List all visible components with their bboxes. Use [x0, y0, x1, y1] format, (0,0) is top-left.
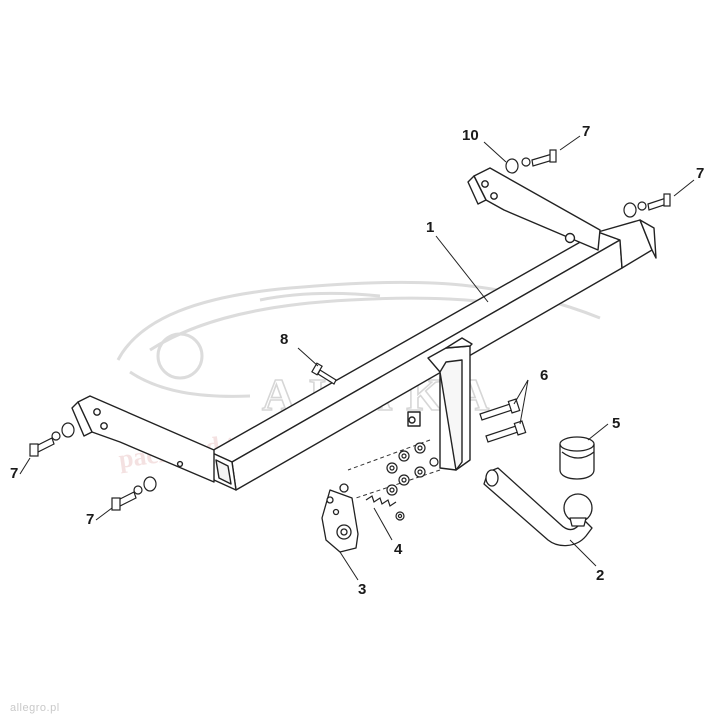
callout-7-left: 7 — [10, 465, 18, 482]
center-mount-plate — [407, 337, 473, 471]
callout-6: 6 — [540, 367, 548, 384]
callout-10: 10 — [462, 127, 479, 144]
callout-7-lower: 7 — [86, 511, 94, 528]
spring-part-4 — [365, 495, 405, 521]
callout-1: 1 — [426, 219, 434, 236]
plate-nuts — [386, 442, 439, 496]
bolts-part-6 — [479, 398, 527, 443]
left-bracket — [71, 395, 215, 483]
bolts-part-7-lower — [29, 422, 157, 511]
callout-8: 8 — [280, 331, 288, 348]
bolt-part-8 — [311, 362, 337, 385]
ball-cap-part-5 — [559, 436, 595, 480]
callout-3: 3 — [358, 581, 366, 598]
socket-bracket-part-3 — [321, 483, 359, 553]
crossbar — [209, 219, 657, 491]
callouts — [19, 135, 695, 581]
towball-neck-part-2 — [483, 467, 593, 547]
callout-2: 2 — [596, 567, 604, 584]
bolts-part-7-upper — [505, 149, 671, 218]
callout-labels: 1 2 3 4 5 6 7 7 7 7 8 10 — [10, 123, 704, 598]
callout-5: 5 — [612, 415, 620, 432]
footer-site-mark: allegro.pl — [10, 702, 60, 714]
callout-4: 4 — [394, 541, 403, 558]
callout-7-top: 7 — [582, 123, 590, 140]
callout-7-right: 7 — [696, 165, 704, 182]
right-bracket — [467, 167, 601, 251]
